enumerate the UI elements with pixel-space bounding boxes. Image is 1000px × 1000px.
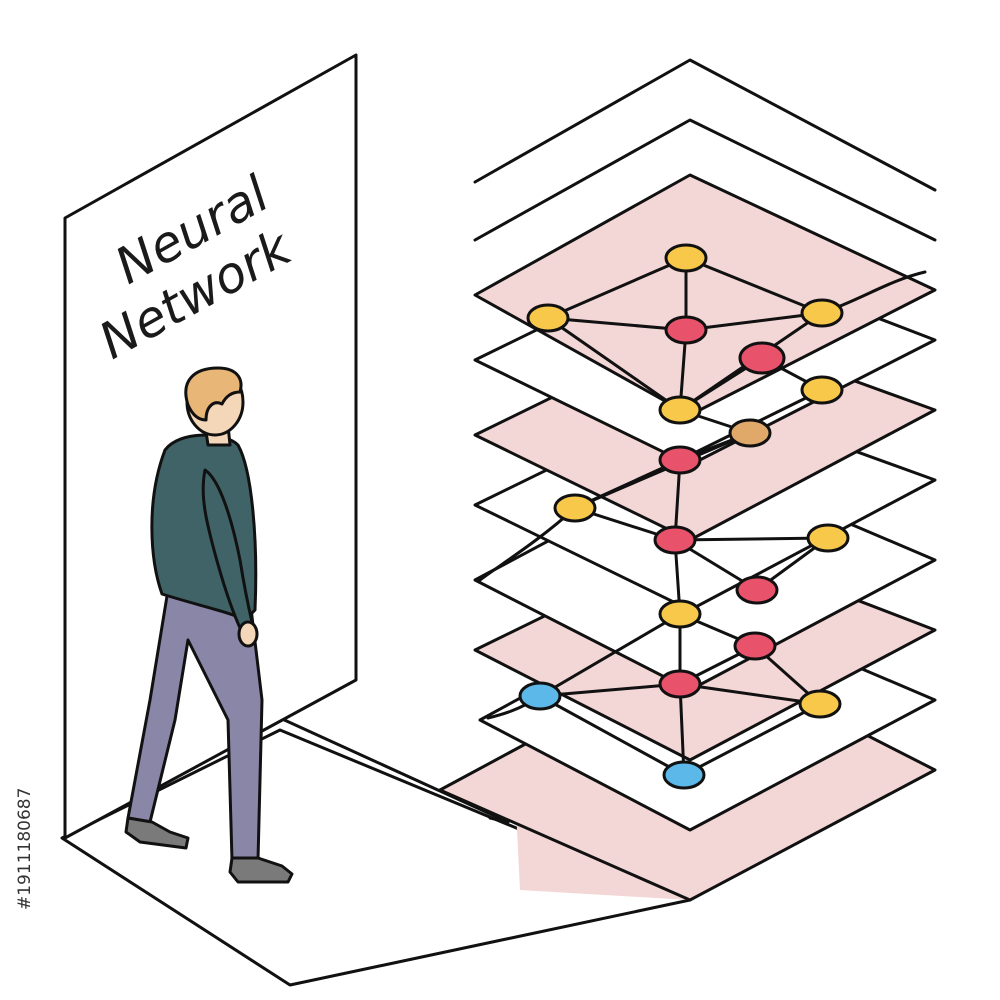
node-orange	[728, 418, 772, 448]
nodes	[518, 243, 850, 790]
node-yellow	[800, 298, 844, 328]
node-red	[658, 445, 702, 475]
network-stack	[438, 58, 937, 902]
node-yellow	[553, 493, 597, 523]
person	[124, 366, 294, 884]
node-yellow	[664, 243, 708, 273]
node-red	[653, 525, 697, 555]
node-yellow	[806, 523, 850, 553]
node-red	[735, 575, 779, 605]
person-shoe-right	[228, 856, 294, 884]
node-yellow	[658, 395, 702, 425]
person-shoe-left	[124, 816, 190, 850]
top-line-1	[473, 58, 937, 192]
layer-1	[473, 173, 937, 417]
node-blue	[662, 760, 706, 790]
node-blue	[518, 681, 562, 711]
top-line-2	[473, 118, 937, 242]
person-hair	[184, 366, 243, 422]
person-pants	[126, 588, 264, 862]
node-yellow	[800, 375, 844, 405]
node-yellow	[526, 303, 570, 333]
node-red	[738, 341, 786, 375]
node-red	[664, 315, 708, 345]
node-yellow	[658, 599, 702, 629]
person-hand	[237, 620, 259, 648]
node-red	[658, 669, 702, 699]
node-yellow	[798, 689, 842, 719]
node-red	[733, 631, 777, 661]
stock-id-text: #1911180687	[15, 788, 35, 910]
